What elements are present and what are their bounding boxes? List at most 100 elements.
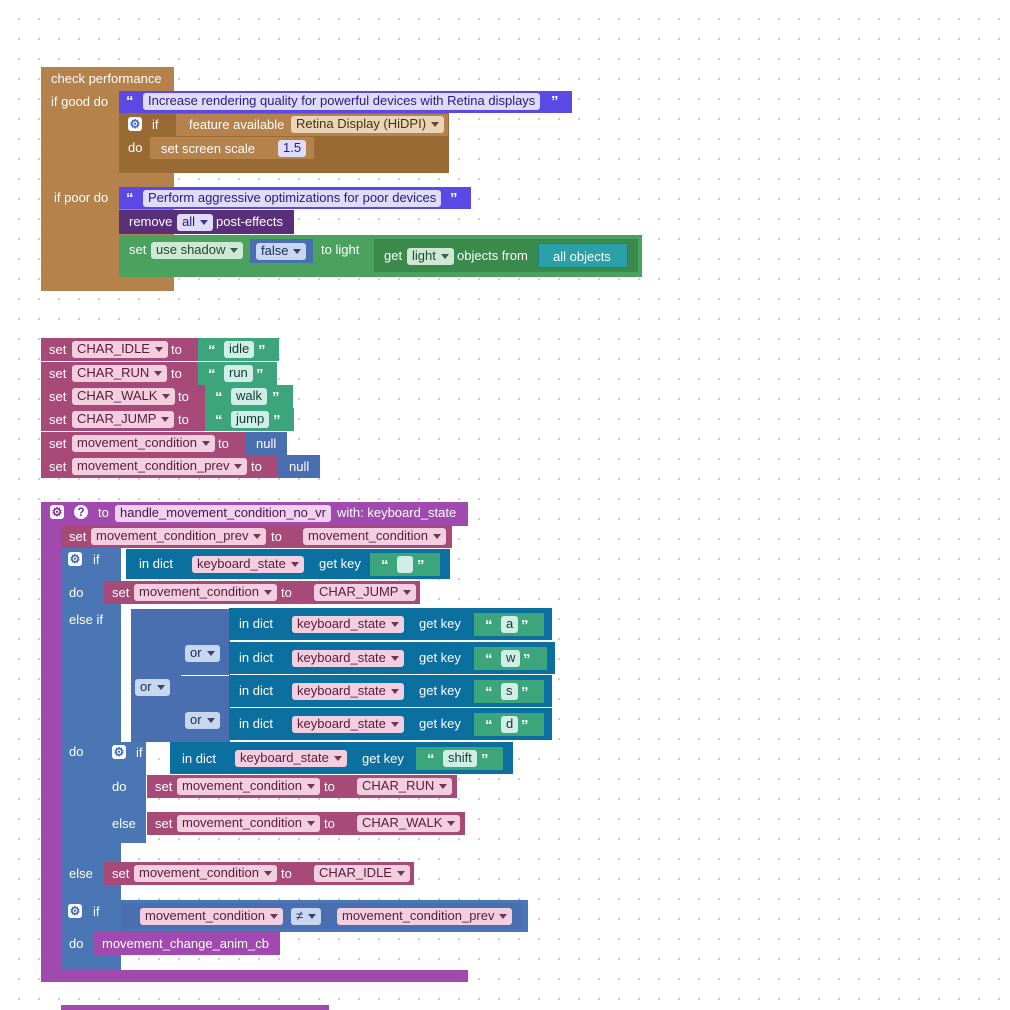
or-dropdown[interactable]: or — [135, 679, 170, 696]
var-dropdown[interactable]: movement_condition — [303, 528, 446, 545]
remove-dropdown[interactable]: all — [177, 214, 214, 231]
to-label: to — [251, 459, 262, 474]
string-value[interactable]: s — [501, 683, 518, 700]
false-dropdown[interactable]: false — [256, 243, 307, 260]
in-dict-label: in dict — [139, 556, 173, 571]
string-value[interactable]: d — [501, 716, 519, 733]
kb-dropdown[interactable]: keyboard_state — [192, 556, 304, 573]
function-name-field[interactable]: handle_movement_condition_no_vr — [115, 505, 331, 522]
quote-close-icon: ” — [521, 717, 529, 734]
else-label: else — [112, 816, 136, 831]
get-dropdown[interactable]: light — [407, 248, 454, 265]
null-block[interactable] — [245, 432, 287, 455]
var-dropdown[interactable]: CHAR_WALK — [357, 815, 461, 832]
if-label: if — [152, 117, 159, 132]
string-value[interactable]: idle — [224, 341, 255, 358]
get-key-label: get key — [419, 683, 461, 698]
shadow-prop-dropdown[interactable]: use shadow — [151, 242, 244, 259]
string-value[interactable] — [397, 556, 413, 573]
do-label: do — [69, 744, 84, 759]
var-dropdown[interactable]: movement_condition — [72, 435, 215, 452]
feature-dropdown[interactable]: Retina Display (HiDPI) — [291, 116, 445, 133]
var-dropdown[interactable]: CHAR_JUMP — [314, 584, 417, 601]
quote-open-icon: “ — [126, 93, 134, 110]
set-screen-scale-block[interactable] — [150, 137, 314, 159]
var-dropdown[interactable]: movement_condition_prev — [337, 908, 513, 925]
var-dropdown[interactable]: CHAR_JUMP — [72, 411, 175, 428]
quote-close-icon: ” — [521, 617, 529, 634]
set-label: set — [49, 436, 67, 451]
or-block-lower[interactable] — [180, 676, 230, 742]
comment-text-2[interactable]: Perform aggressive optimizations for poo… — [143, 190, 442, 207]
or-dropdown[interactable]: or — [185, 645, 220, 662]
quote-open-icon: “ — [485, 684, 493, 701]
if-label: if — [93, 552, 100, 567]
if-label: if — [93, 904, 100, 919]
if-feature-foot — [119, 162, 179, 173]
var-dropdown[interactable]: CHAR_RUN — [72, 365, 168, 382]
set-label: set — [49, 389, 67, 404]
var-dropdown[interactable]: CHAR_IDLE — [314, 865, 410, 882]
var-dropdown[interactable]: CHAR_RUN — [357, 778, 453, 795]
operator-dropdown[interactable]: ≠ — [291, 908, 322, 925]
var-dropdown[interactable]: movement_condition — [134, 865, 277, 882]
kb-dropdown[interactable]: keyboard_state — [292, 683, 404, 700]
string-value[interactable]: w — [501, 650, 521, 667]
to-label: to — [171, 366, 182, 381]
to-label: to — [281, 866, 292, 881]
to-label: to — [178, 389, 189, 404]
var-dropdown[interactable]: movement_condition — [140, 908, 283, 925]
var-dropdown[interactable]: CHAR_IDLE — [72, 341, 168, 358]
quote-open-icon: “ — [427, 751, 435, 768]
next-function-block[interactable] — [61, 1005, 329, 1010]
quote-open-icon: “ — [208, 342, 216, 359]
function-foot — [41, 970, 468, 982]
do-label: do — [112, 779, 127, 794]
in-dict-label: in dict — [239, 650, 273, 665]
or-dropdown[interactable]: or — [185, 712, 220, 729]
kb-dropdown[interactable]: keyboard_state — [292, 616, 404, 633]
var-dropdown[interactable]: movement_condition — [177, 778, 320, 795]
in-dict-label: in dict — [182, 751, 216, 766]
set-label: set — [49, 459, 67, 474]
gear-icon[interactable]: ⚙ — [68, 552, 82, 566]
var-dropdown[interactable]: movement_condition — [177, 815, 320, 832]
null-block[interactable] — [278, 455, 320, 478]
string-value[interactable]: a — [501, 616, 519, 633]
kb-dropdown[interactable]: keyboard_state — [292, 716, 404, 733]
or-block-outer[interactable] — [131, 609, 181, 742]
quote-open-icon: “ — [485, 651, 493, 668]
gear-icon[interactable]: ⚙ — [68, 904, 82, 918]
scale-value[interactable]: 1.5 — [278, 140, 307, 157]
help-icon[interactable]: ? — [74, 505, 88, 519]
callback-block[interactable] — [94, 932, 280, 955]
set-label: set — [49, 412, 67, 427]
to-label: to — [324, 816, 335, 831]
comment-text-1[interactable]: Increase rendering quality for powerful … — [143, 93, 541, 110]
quote-open-icon: “ — [126, 190, 134, 207]
var-dropdown[interactable]: movement_condition — [134, 584, 277, 601]
set-label: set — [49, 342, 67, 357]
var-dropdown[interactable]: movement_condition_prev — [91, 528, 267, 545]
gear-icon[interactable]: ⚙ — [128, 117, 142, 131]
kb-dropdown[interactable]: keyboard_state — [235, 750, 347, 767]
post-effects-label: post-effects — [216, 214, 283, 229]
or-block-upper[interactable] — [180, 609, 230, 675]
string-value[interactable]: jump — [231, 411, 270, 428]
get-label: get — [384, 248, 403, 263]
do-label: do — [128, 140, 143, 155]
gear-icon[interactable]: ⚙ — [50, 505, 64, 519]
string-value[interactable]: run — [224, 365, 253, 382]
string-value[interactable]: walk — [231, 388, 268, 405]
set-label: set — [155, 779, 173, 794]
gear-icon[interactable]: ⚙ — [112, 745, 126, 759]
all-objects-block[interactable] — [538, 243, 628, 268]
quote-close-icon: ” — [481, 751, 489, 768]
var-dropdown[interactable]: CHAR_WALK — [72, 388, 176, 405]
get-key-label: get key — [319, 556, 361, 571]
var-dropdown[interactable]: movement_condition_prev — [72, 458, 248, 475]
string-value[interactable]: shift — [443, 750, 477, 767]
function-to-label: to — [98, 505, 109, 520]
quote-open-icon: “ — [208, 366, 216, 383]
kb-dropdown[interactable]: keyboard_state — [292, 650, 404, 667]
